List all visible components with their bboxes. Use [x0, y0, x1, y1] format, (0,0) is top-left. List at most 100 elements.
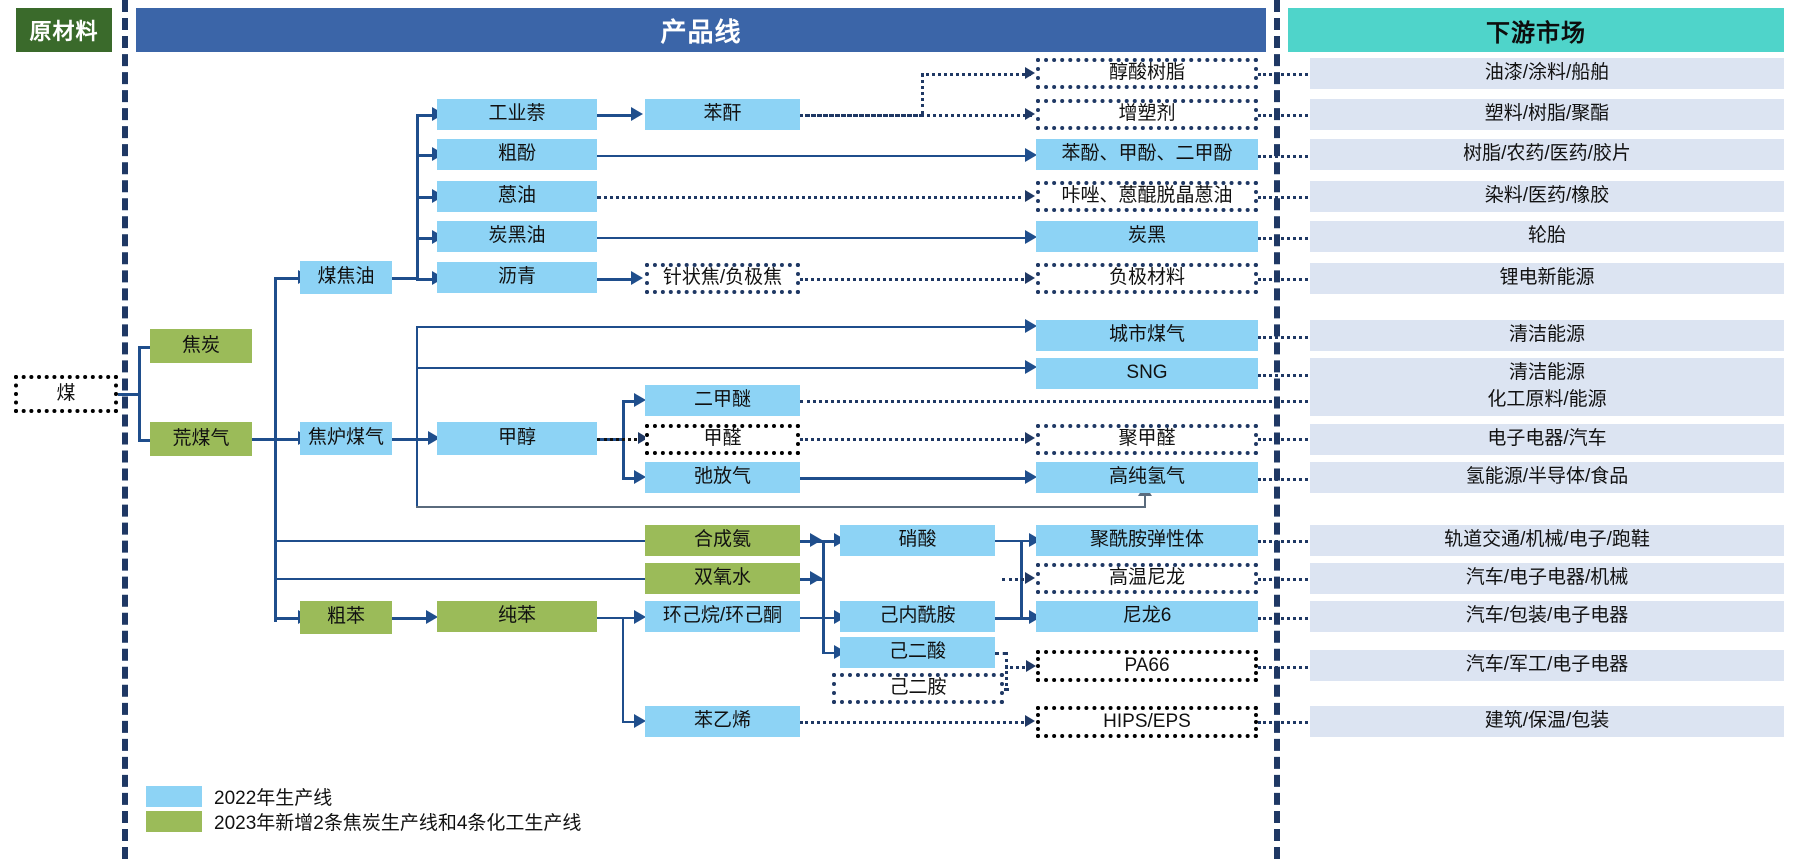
- market-node[interactable]: 轮胎: [1310, 221, 1784, 252]
- link-product-market: [1258, 73, 1308, 76]
- link-product-market: [1258, 196, 1308, 199]
- product-node[interactable]: 聚酰胺弹性体: [1036, 525, 1258, 556]
- product-node[interactable]: 增塑剂: [1036, 99, 1258, 130]
- node-raw-gas[interactable]: 荒煤气: [150, 422, 252, 456]
- product-node[interactable]: 苯酚、甲酚、二甲酚: [1036, 139, 1258, 170]
- node-caprolactam[interactable]: 己内酰胺: [840, 601, 995, 632]
- edge-tar-pitch: [416, 278, 436, 281]
- legend-label-2023: 2023年新增2条焦炭生产线和4条化工生产线: [214, 813, 582, 834]
- edge-dme-market: [800, 400, 1290, 403]
- node-industrial-naphthalene[interactable]: 工业萘: [437, 99, 597, 130]
- arrow-plasticizer: [1025, 108, 1035, 120]
- product-node[interactable]: 醇酸树脂: [1036, 58, 1258, 89]
- node-carbon-black-oil[interactable]: 炭黑油: [437, 221, 597, 252]
- node-coal[interactable]: 煤: [14, 375, 118, 413]
- product-node[interactable]: 炭黑: [1036, 221, 1258, 252]
- edge-hexanediamine-pa66-stub: [1004, 688, 1006, 691]
- legend-label-2022: 2022年生产线: [214, 788, 333, 809]
- edge-pa66-in: [1005, 666, 1031, 669]
- arrow-high-temp-nylon: [1025, 572, 1035, 584]
- node-adipic-acid[interactable]: 己二酸: [840, 637, 995, 668]
- node-pitch[interactable]: 沥青: [437, 262, 597, 293]
- node-crude-benzene[interactable]: 粗苯: [300, 601, 392, 634]
- edge-cog-distributor: [416, 326, 418, 506]
- arrow-phenols: [1025, 148, 1037, 162]
- edge-coal-trunk: [118, 393, 140, 396]
- edge-coal-vertical: [138, 347, 141, 441]
- market-node[interactable]: 汽车/电子电器/机械: [1310, 563, 1784, 594]
- market-node[interactable]: 氢能源/半导体/食品: [1310, 462, 1784, 493]
- node-anthracene-oil[interactable]: 蒽油: [437, 181, 597, 212]
- market-node[interactable]: 树脂/农药/医药/胶片: [1310, 139, 1784, 170]
- link-product-market: [1258, 155, 1308, 158]
- market-node[interactable]: 油漆/涂料/船舶: [1310, 58, 1784, 89]
- product-node[interactable]: SNG: [1036, 358, 1258, 389]
- product-node[interactable]: HIPS/EPS: [1036, 706, 1258, 738]
- market-node[interactable]: 轨道交通/机械/电子/跑鞋: [1310, 525, 1784, 556]
- edge-trunk-cokeovengas: [274, 438, 300, 441]
- market-node[interactable]: 电子电器/汽车: [1310, 424, 1784, 455]
- market-node[interactable]: 建筑/保温/包装: [1310, 706, 1784, 737]
- node-dme[interactable]: 二甲醚: [645, 385, 800, 416]
- product-node[interactable]: 负极材料: [1036, 263, 1258, 294]
- edge-formaldehyde-pom: [800, 438, 1030, 441]
- node-crude-phenol[interactable]: 粗酚: [437, 139, 597, 170]
- product-node[interactable]: 城市煤气: [1036, 320, 1258, 351]
- arrow-needle-coke: [631, 271, 643, 285]
- node-phthalic-anhydride[interactable]: 苯酐: [645, 99, 800, 130]
- node-methanol[interactable]: 甲醇: [437, 422, 597, 455]
- node-coal-tar[interactable]: 煤焦油: [300, 261, 392, 294]
- product-node[interactable]: 聚甲醛: [1036, 424, 1258, 455]
- market-node[interactable]: 清洁能源: [1310, 320, 1784, 351]
- product-node[interactable]: 咔唑、蒽醌脱晶蒽油: [1036, 181, 1258, 212]
- market-node[interactable]: 染料/医药/橡胶: [1310, 181, 1784, 212]
- link-product-market: [1258, 374, 1308, 377]
- edge-coal-to-coke: [138, 346, 158, 349]
- link-product-market: [1258, 438, 1308, 441]
- market-node[interactable]: 汽车/军工/电子电器: [1310, 650, 1784, 681]
- link-product-market: [1258, 540, 1308, 543]
- arrow-styrene: [634, 714, 646, 728]
- link-product-market: [1258, 617, 1308, 620]
- node-coke[interactable]: 焦炭: [150, 329, 252, 363]
- product-node[interactable]: 高温尼龙: [1036, 563, 1258, 594]
- node-nitric-acid[interactable]: 硝酸: [840, 525, 995, 556]
- arrow-pom: [1025, 432, 1035, 444]
- link-product-market: [1258, 578, 1308, 581]
- product-node[interactable]: PA66: [1036, 650, 1258, 682]
- market-node[interactable]: 汽车/包装/电子电器: [1310, 601, 1784, 632]
- edge-tar-anthraceneoil: [416, 196, 436, 199]
- legend-item: 2023年新增2条焦炭生产线和4条化工生产线: [146, 809, 581, 834]
- edge-tar-crudephenol: [416, 154, 436, 157]
- edge-caprolactam-out: [995, 617, 1021, 620]
- edge-cbo-carbonblack: [597, 237, 1029, 239]
- edge-ammonia-dist: [800, 540, 824, 543]
- market-node[interactable]: 锂电新能源: [1310, 263, 1784, 294]
- node-synthetic-ammonia[interactable]: 合成氨: [645, 525, 800, 556]
- legend: 2022年生产线 2023年新增2条焦炭生产线和4条化工生产线: [146, 784, 581, 834]
- edge-methanol-dme: [622, 400, 638, 403]
- edge-naphthalene-pa: [597, 114, 633, 117]
- node-hexanediamine[interactable]: 己二胺: [832, 673, 1004, 704]
- node-pure-benzene[interactable]: 纯苯: [437, 601, 597, 632]
- product-node[interactable]: 高纯氢气: [1036, 462, 1258, 493]
- edge-cog-sng: [416, 367, 1030, 369]
- arrow-carbazole: [1025, 190, 1035, 202]
- link-product-market: [1258, 278, 1308, 281]
- node-styrene[interactable]: 苯乙烯: [645, 706, 800, 737]
- node-cyclohexane[interactable]: 环己烷/环己酮: [645, 601, 800, 632]
- market-node[interactable]: 清洁能源: [1310, 358, 1784, 389]
- node-hydrogen-peroxide[interactable]: 双氧水: [645, 563, 800, 594]
- product-node[interactable]: 尼龙6: [1036, 601, 1258, 632]
- edge-dist-nylon6: [1020, 617, 1034, 620]
- edge-methanol-purgegas: [622, 477, 638, 480]
- link-product-market: [1258, 721, 1308, 724]
- node-coke-oven-gas[interactable]: 焦炉煤气: [300, 422, 392, 455]
- node-needle-coke[interactable]: 针状焦/负极焦: [645, 263, 800, 294]
- market-node[interactable]: 塑料/树脂/聚酯: [1310, 99, 1784, 130]
- link-product-market: [1258, 478, 1308, 481]
- node-purge-gas[interactable]: 弛放气: [645, 462, 800, 493]
- node-formaldehyde[interactable]: 甲醛: [645, 424, 800, 455]
- edge-pitch-needlecoke: [597, 278, 633, 281]
- market-node[interactable]: 化工原料/能源: [1310, 385, 1784, 416]
